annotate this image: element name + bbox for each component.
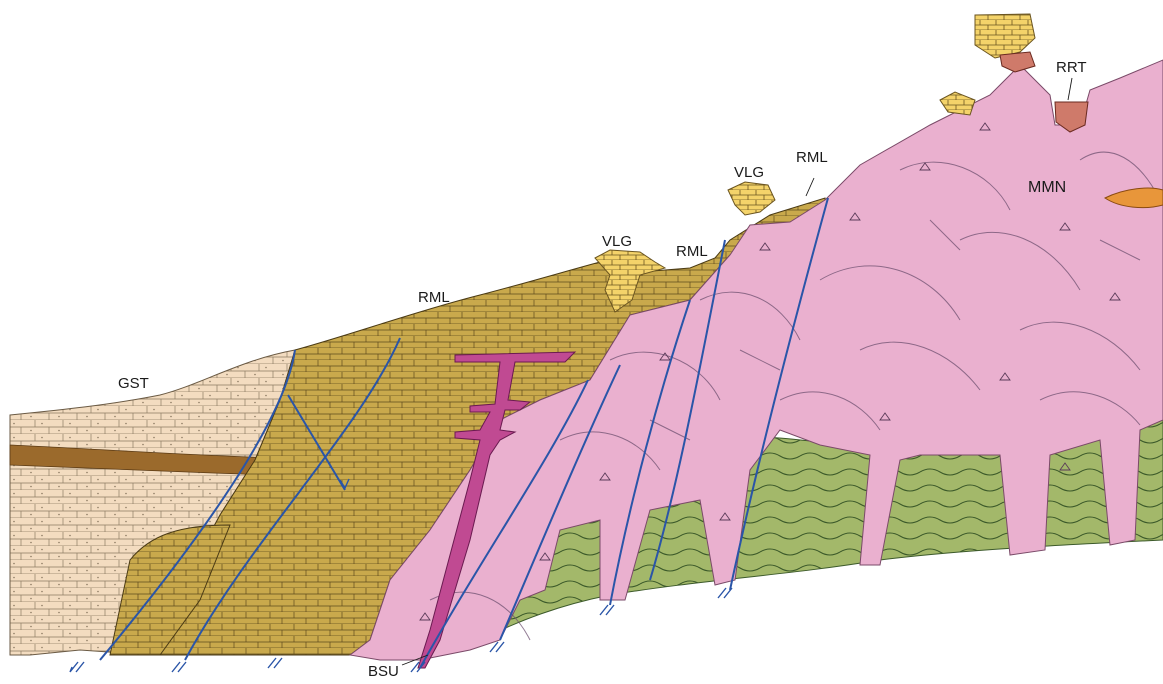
label-rrt: RRT [1056,59,1087,76]
vlg-top-small [940,92,975,115]
label-vlg-mid: VLG [602,233,632,250]
label-rml-right: RML [796,149,828,166]
label-mmn: MMN [1028,179,1066,196]
label-rml-left: RML [418,289,450,306]
vlg-right [728,182,775,215]
label-bsu: BSU [368,663,399,680]
rrt-unit-top [1000,52,1035,72]
label-vlg-right: VLG [734,164,764,181]
label-gst: GST [118,375,149,392]
vlg-top [975,14,1035,58]
label-rml-mid: RML [676,243,708,260]
